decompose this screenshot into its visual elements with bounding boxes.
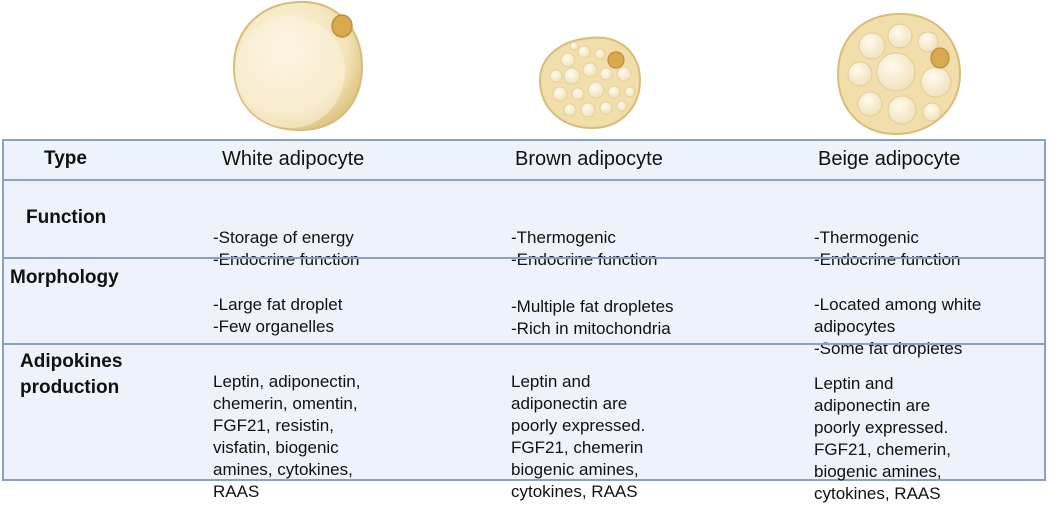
morphology-brown-cell: -Multiple fat dropletes-Rich in mitochon… — [511, 297, 674, 338]
comparison-table: Type White adipocyte Brown adipocyte Bei… — [2, 139, 1046, 503]
function-label: Function — [26, 207, 107, 228]
adipokines-row: Adipokines production Leptin, adiponecti… — [4, 343, 1044, 503]
column-header-white: White adipocyte — [222, 148, 365, 170]
adipokines-white-cell: Leptin, adiponectin,chemerin, omentin,FG… — [213, 372, 361, 501]
function-white-cell: -Storage of energy-Endocrine function — [213, 228, 360, 269]
white-adipocyte-icon — [232, 0, 364, 132]
type-header: Type — [44, 148, 87, 169]
table-header-row: Type White adipocyte Brown adipocyte Bei… — [4, 141, 1044, 179]
adipokines-label: Adipokines production — [20, 351, 123, 398]
column-header-beige: Beige adipocyte — [818, 148, 961, 170]
function-beige-cell: -Thermogenic-Endocrine function — [814, 228, 961, 269]
brown-adipocyte-icon — [538, 36, 642, 130]
morphology-label: Morphology — [10, 267, 119, 288]
morphology-row: Morphology -Large fat droplet-Few organe… — [4, 257, 1044, 358]
morphology-white-cell: -Large fat droplet-Few organelles — [213, 295, 343, 336]
adipocyte-illustrations — [232, 0, 962, 136]
column-header-brown: Brown adipocyte — [515, 148, 663, 170]
beige-adipocyte-icon — [836, 12, 962, 136]
function-row: Function -Storage of energy-Endocrine fu… — [4, 179, 1044, 269]
function-brown-cell: -Thermogenic-Endocrine function — [511, 228, 658, 269]
